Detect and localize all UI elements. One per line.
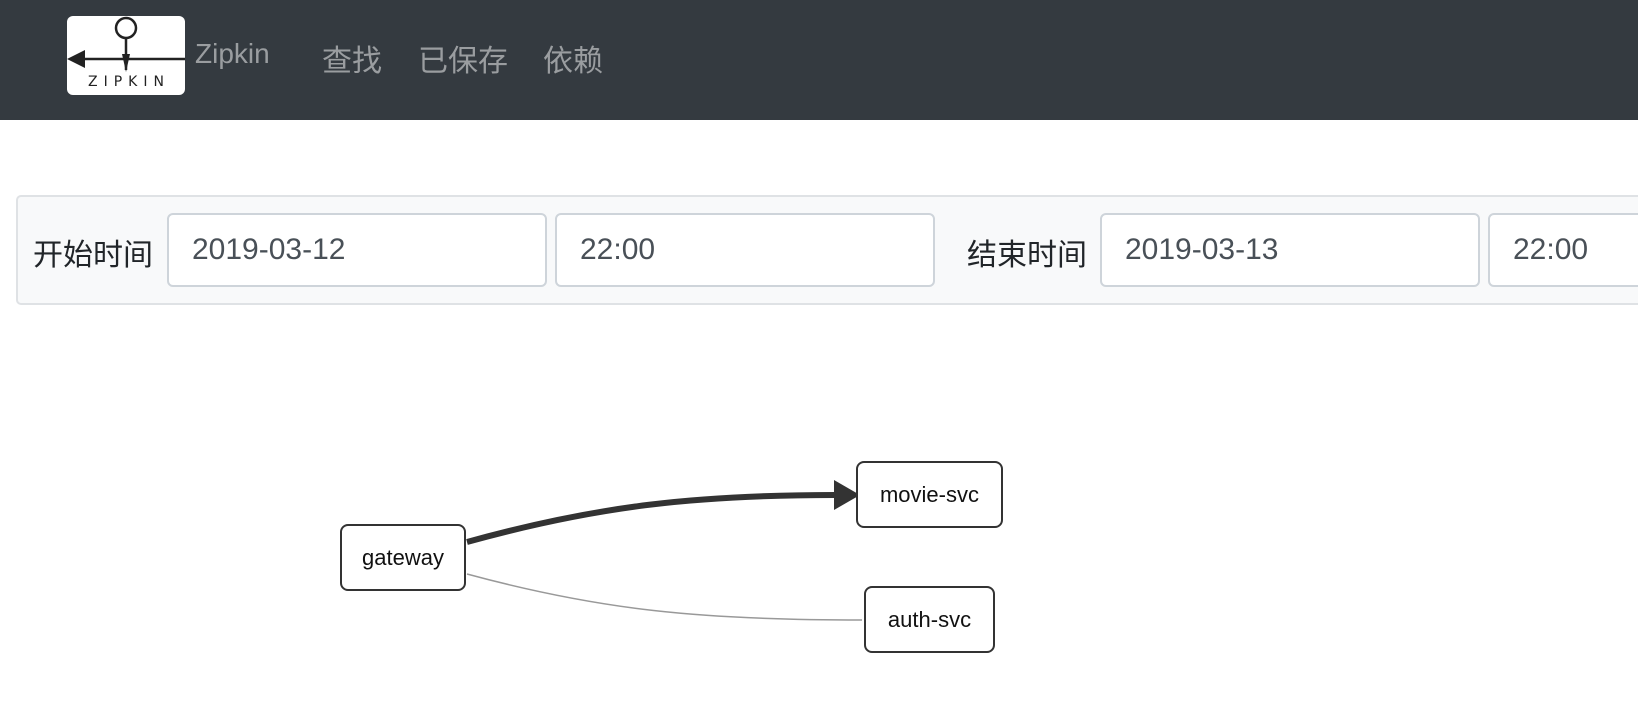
nav-find[interactable]: 查找 (322, 44, 382, 79)
edge-arrowhead (834, 480, 860, 510)
node-gateway[interactable]: gateway (340, 524, 466, 591)
nav-dependencies[interactable]: 依赖 (543, 44, 603, 79)
start-time-input[interactable]: 22:00 (555, 213, 935, 287)
dependency-graph: gateway movie-svc auth-svc (0, 320, 1638, 703)
zipkin-logo[interactable]: ZIPKIN (67, 16, 185, 95)
node-movie-svc[interactable]: movie-svc (856, 461, 1003, 528)
end-time-input[interactable]: 22:00 (1488, 213, 1638, 287)
end-time-label: 结束时间 (967, 238, 1087, 273)
edge-gateway-movie-svc[interactable] (466, 492, 836, 545)
top-navbar: ZIPKIN Zipkin 查找 已保存 依赖 (0, 0, 1638, 120)
zipkin-logo-icon (67, 16, 185, 72)
brand-name[interactable]: Zipkin (195, 38, 270, 69)
start-time-label: 开始时间 (33, 238, 153, 273)
node-auth-svc[interactable]: auth-svc (864, 586, 995, 653)
nav-saved[interactable]: 已保存 (418, 44, 508, 79)
logo-wordmark: ZIPKIN (88, 74, 170, 90)
graph-edges (466, 480, 863, 621)
edge-gateway-auth-svc[interactable] (466, 573, 863, 621)
start-date-input[interactable]: 2019-03-12 (167, 213, 547, 287)
end-date-input[interactable]: 2019-03-13 (1100, 213, 1480, 287)
